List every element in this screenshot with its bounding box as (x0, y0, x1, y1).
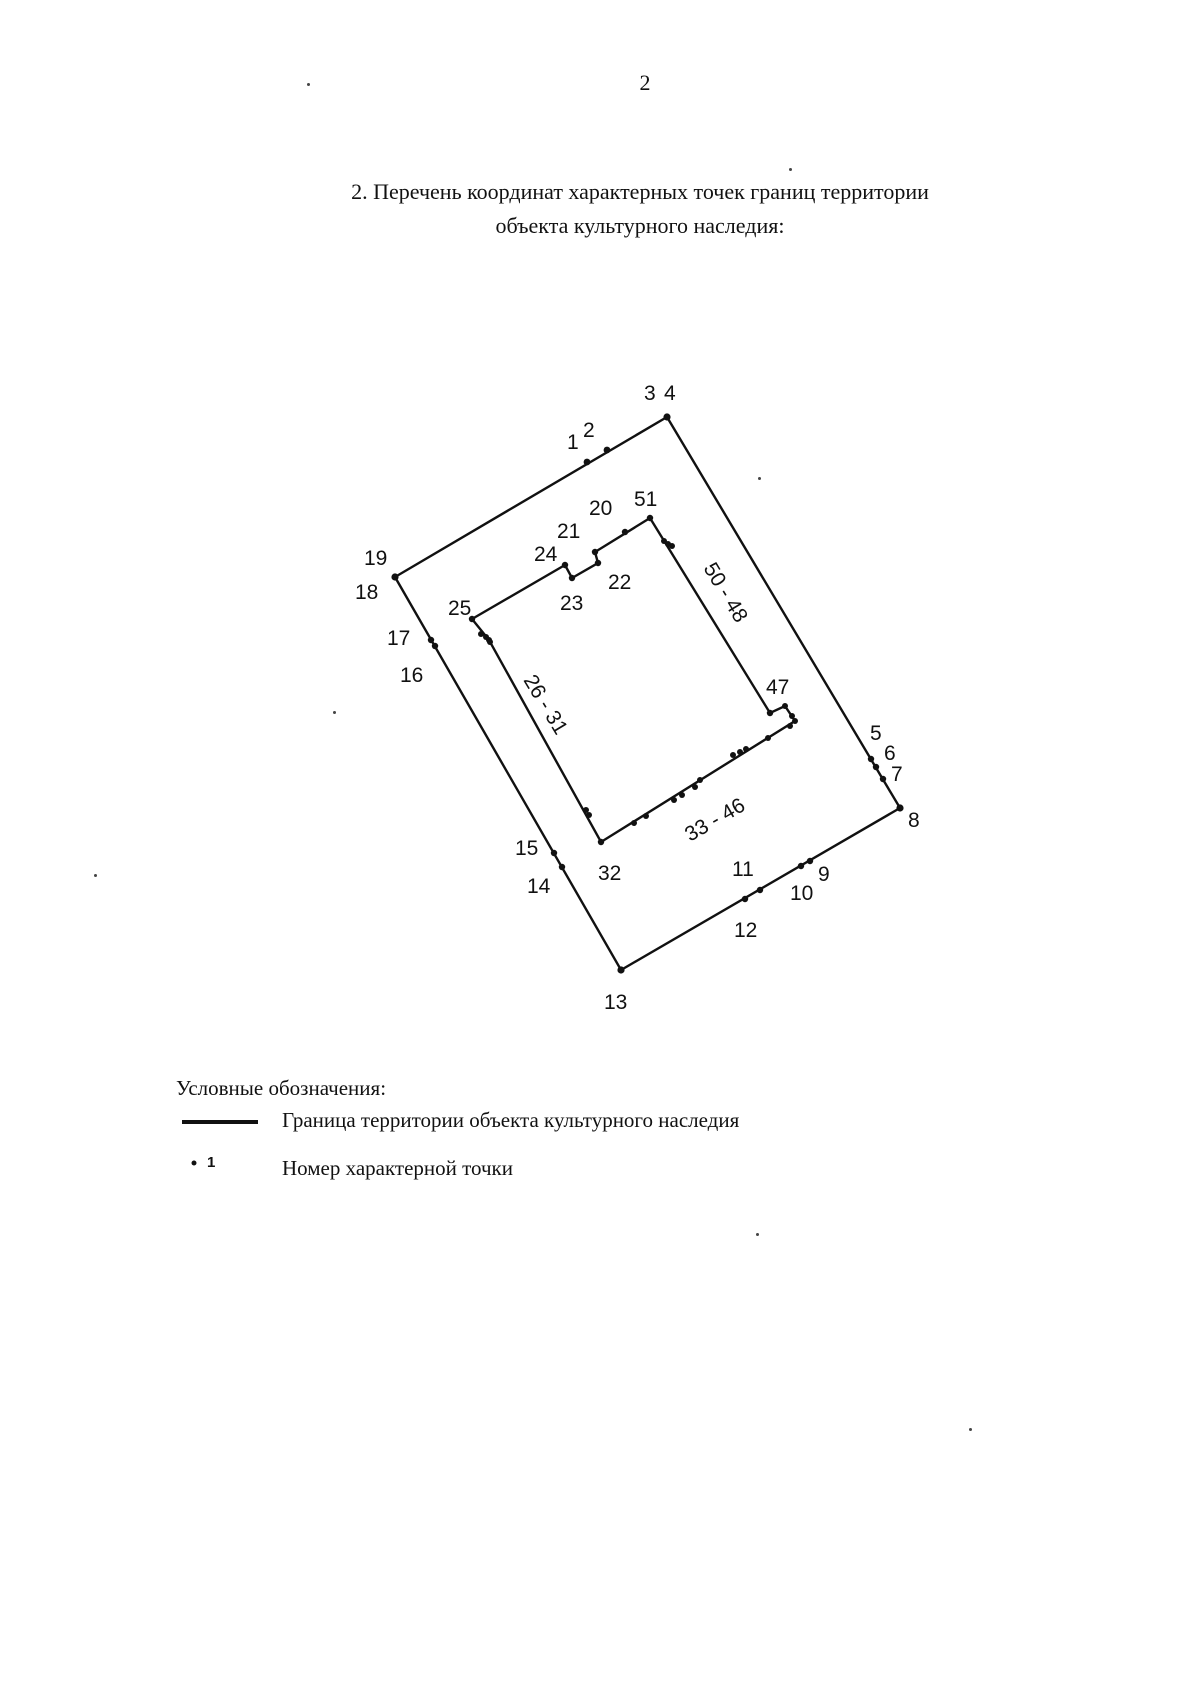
range-labels: 26 - 31 50 - 48 33 - 46 (519, 559, 752, 847)
point-32 (597, 838, 605, 846)
point-20 (621, 528, 629, 536)
legend-point-symbol-number: 1 (207, 1154, 215, 1170)
label-point-17: 17 (387, 627, 410, 650)
point-42 (765, 735, 771, 741)
point-21 (591, 548, 599, 556)
label-point-7: 7 (891, 763, 903, 786)
label-point-47: 47 (766, 676, 789, 699)
point-51 (646, 514, 654, 522)
point-14 (558, 863, 566, 871)
scan-speck (969, 1428, 972, 1431)
inner-point-labels: 20 21 22 23 24 25 32 47 51 (448, 488, 789, 885)
document-title: 2. Перечень координат характерных точек … (300, 175, 980, 243)
label-point-8: 8 (908, 809, 920, 832)
point-3-4 (663, 413, 671, 421)
point-17 (427, 636, 435, 644)
point-30 (583, 807, 589, 813)
range-label-26-31: 26 - 31 (519, 671, 572, 739)
scan-speck (758, 477, 761, 480)
point-44 (792, 718, 798, 724)
point-40 (737, 749, 743, 755)
range-label-33-46: 33 - 46 (681, 794, 749, 847)
point-35 (671, 797, 677, 803)
point-18-19 (391, 573, 399, 581)
legend-title: Условные обозначения: (176, 1076, 387, 1100)
scan-speck (94, 874, 97, 877)
point-50 (661, 538, 667, 544)
legend-point-symbol: 1 (191, 1154, 215, 1170)
label-point-1: 1 (567, 431, 579, 454)
point-12 (741, 895, 749, 903)
label-point-21: 21 (557, 520, 580, 543)
point-37 (692, 784, 698, 790)
point-43 (787, 723, 793, 729)
scan-speck (333, 711, 336, 714)
scan-speck (307, 83, 310, 86)
outer-boundary-points (391, 413, 904, 974)
point-8 (896, 804, 904, 812)
point-31 (586, 812, 592, 818)
point-23 (568, 574, 576, 582)
document-title-line-1: 2. Перечень координат характерных точек … (351, 179, 929, 204)
label-point-5: 5 (870, 722, 882, 745)
range-label-50-48: 50 - 48 (699, 559, 752, 627)
point-34 (643, 813, 649, 819)
point-39 (730, 752, 736, 758)
label-point-12: 12 (734, 919, 757, 942)
label-point-10: 10 (790, 882, 813, 905)
point-36 (679, 792, 685, 798)
point-11 (756, 886, 764, 894)
label-point-22: 22 (608, 571, 631, 594)
label-point-2: 2 (583, 419, 595, 442)
label-point-9: 9 (818, 863, 830, 886)
point-13 (617, 966, 625, 974)
point-10 (797, 862, 805, 870)
point-38 (697, 777, 703, 783)
point-5 (867, 755, 875, 763)
label-point-19: 19 (364, 547, 387, 570)
point-16 (431, 642, 439, 650)
point-25 (468, 615, 476, 623)
label-point-24: 24 (534, 543, 558, 566)
point-24 (561, 561, 569, 569)
label-point-3: 3 (644, 382, 656, 405)
label-point-51: 51 (634, 488, 657, 511)
point-22 (594, 559, 602, 567)
point-2 (603, 446, 611, 454)
label-point-25: 25 (448, 597, 471, 620)
label-point-18: 18 (355, 581, 378, 604)
point-6 (872, 763, 880, 771)
point-1 (583, 458, 591, 466)
point-45 (789, 713, 795, 719)
label-point-23: 23 (560, 592, 583, 615)
legend-boundary-line-symbol (182, 1120, 258, 1124)
label-point-6: 6 (884, 742, 896, 765)
scan-speck (789, 168, 792, 171)
point-41 (743, 746, 749, 752)
label-point-16: 16 (400, 664, 423, 687)
point-9 (806, 857, 814, 865)
label-point-13: 13 (604, 991, 627, 1014)
point-46 (782, 703, 788, 709)
label-point-4: 4 (664, 382, 676, 405)
legend-boundary-label: Граница территории объекта культурного н… (282, 1108, 740, 1132)
legend-point-label: Номер характерной точки (282, 1156, 513, 1180)
scan-speck (756, 1233, 759, 1236)
point-7 (879, 775, 887, 783)
label-point-11: 11 (732, 858, 754, 881)
point-26 (478, 631, 484, 637)
label-point-32: 32 (598, 862, 621, 885)
inner-boundary-points (468, 514, 798, 846)
label-point-20: 20 (589, 497, 612, 520)
point-29 (487, 639, 493, 645)
label-point-14: 14 (527, 875, 551, 898)
label-point-15: 15 (515, 837, 538, 860)
document-title-line-2: объекта культурного наследия: (495, 213, 785, 238)
point-47 (766, 709, 774, 717)
point-33 (631, 820, 637, 826)
outer-point-labels: 1 2 3 4 5 6 7 8 9 10 11 12 13 14 15 16 1… (355, 382, 920, 1014)
point-15 (550, 849, 558, 857)
page-number: 2 (639, 70, 651, 95)
